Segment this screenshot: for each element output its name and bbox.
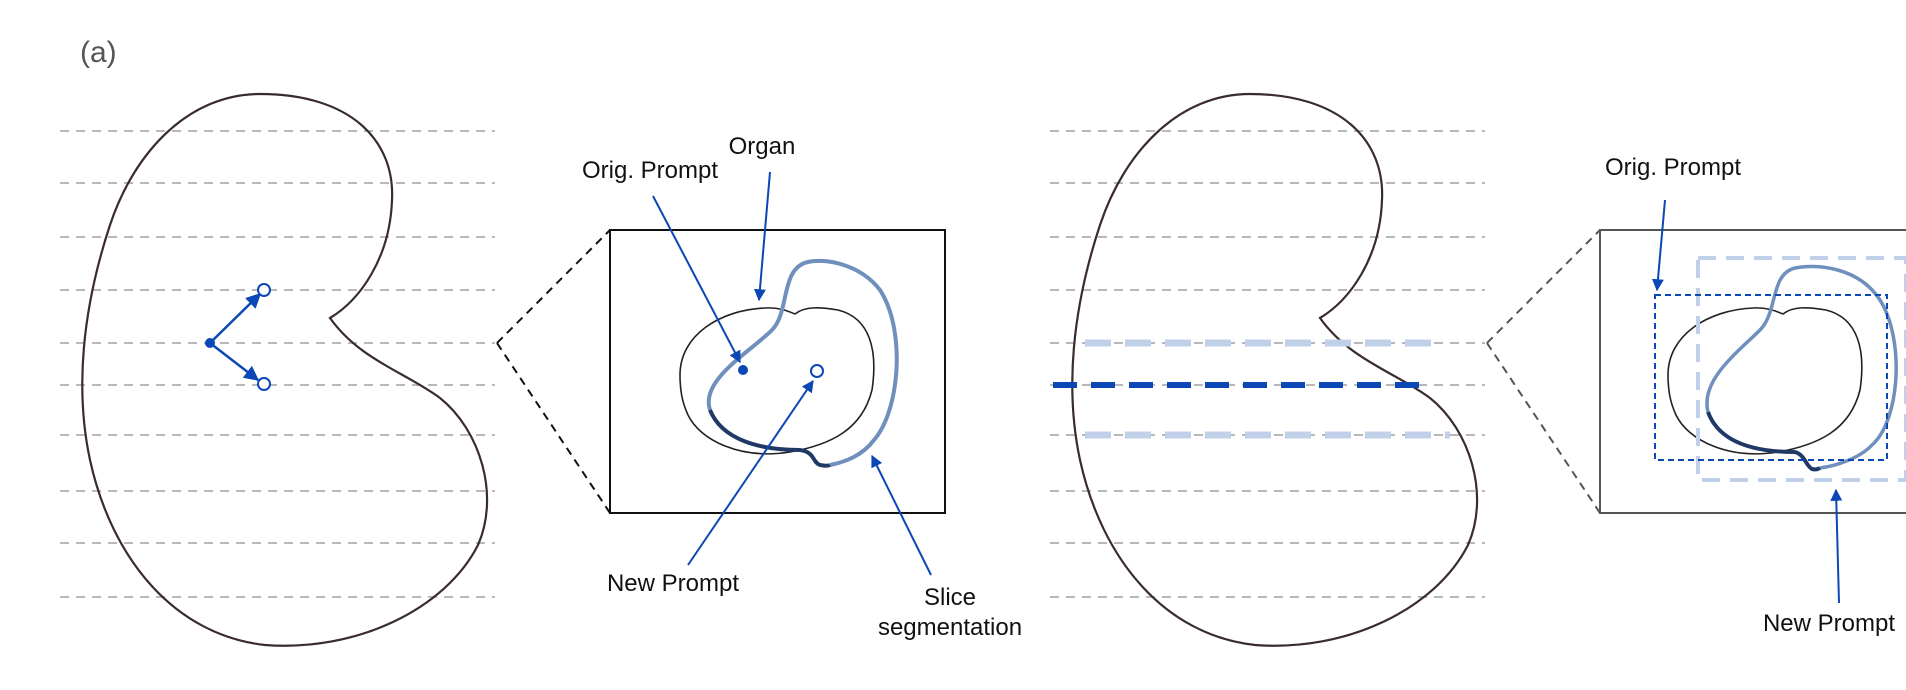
slice-segmentation-label-line1: Slice bbox=[924, 584, 976, 611]
right-kidney-group bbox=[1050, 92, 1485, 647]
orig-prompt-label-right: Orig. Prompt bbox=[1605, 154, 1741, 181]
organ-pointer-arrow bbox=[753, 171, 771, 302]
orig-box-pointer-arrow bbox=[1651, 199, 1666, 292]
new-prompt-pointer-arrow bbox=[687, 380, 814, 566]
panel-label: (a) bbox=[80, 36, 117, 69]
zoom-connector-right bbox=[1486, 229, 1601, 514]
slice-segmentation-dark bbox=[1706, 411, 1821, 472]
orig-prompt-point-icon bbox=[738, 365, 748, 375]
slice-segmentation-light bbox=[1705, 264, 1898, 470]
zoom-connector-left bbox=[496, 229, 611, 514]
new-prompt-point-icon bbox=[810, 364, 824, 378]
slice-segmentation-pointer-arrow bbox=[871, 454, 932, 576]
organ-contour bbox=[679, 307, 875, 455]
orig-prompt-box bbox=[1654, 294, 1888, 461]
left-kidney-group bbox=[60, 92, 495, 647]
slice-segmentation-label-line2: segmentation bbox=[878, 614, 1022, 641]
orig-prompt-label-left: Orig. Prompt bbox=[582, 157, 718, 184]
new-prompt-point-icon bbox=[257, 377, 271, 391]
prompt-point-icon bbox=[205, 338, 215, 348]
slice-segmentation-dark bbox=[708, 409, 831, 468]
left-zoomed-slice bbox=[609, 229, 946, 514]
propagation-arrow-down bbox=[209, 342, 260, 381]
kidney-outline-left bbox=[81, 92, 489, 647]
left-slice-lines bbox=[60, 130, 495, 598]
new-prompt-label-right: New Prompt bbox=[1763, 610, 1895, 637]
right-slice-lines bbox=[1050, 130, 1485, 598]
slice-segmentation-light bbox=[706, 258, 899, 467]
new-box-pointer-arrow bbox=[1830, 488, 1843, 604]
kidney-outline-right bbox=[1071, 92, 1479, 647]
propagation-arrow-up bbox=[209, 292, 262, 344]
slice-frame bbox=[1599, 229, 1906, 514]
organ-label: Organ bbox=[729, 133, 796, 160]
new-prompt-point-icon bbox=[257, 283, 271, 297]
new-prompt-box bbox=[1696, 256, 1906, 482]
right-zoomed-slice bbox=[1599, 229, 1906, 514]
organ-contour bbox=[1667, 307, 1863, 455]
new-prompt-label-left: New Prompt bbox=[607, 570, 739, 597]
slice-frame bbox=[609, 229, 946, 514]
orig-prompt-pointer-arrow bbox=[652, 195, 741, 364]
